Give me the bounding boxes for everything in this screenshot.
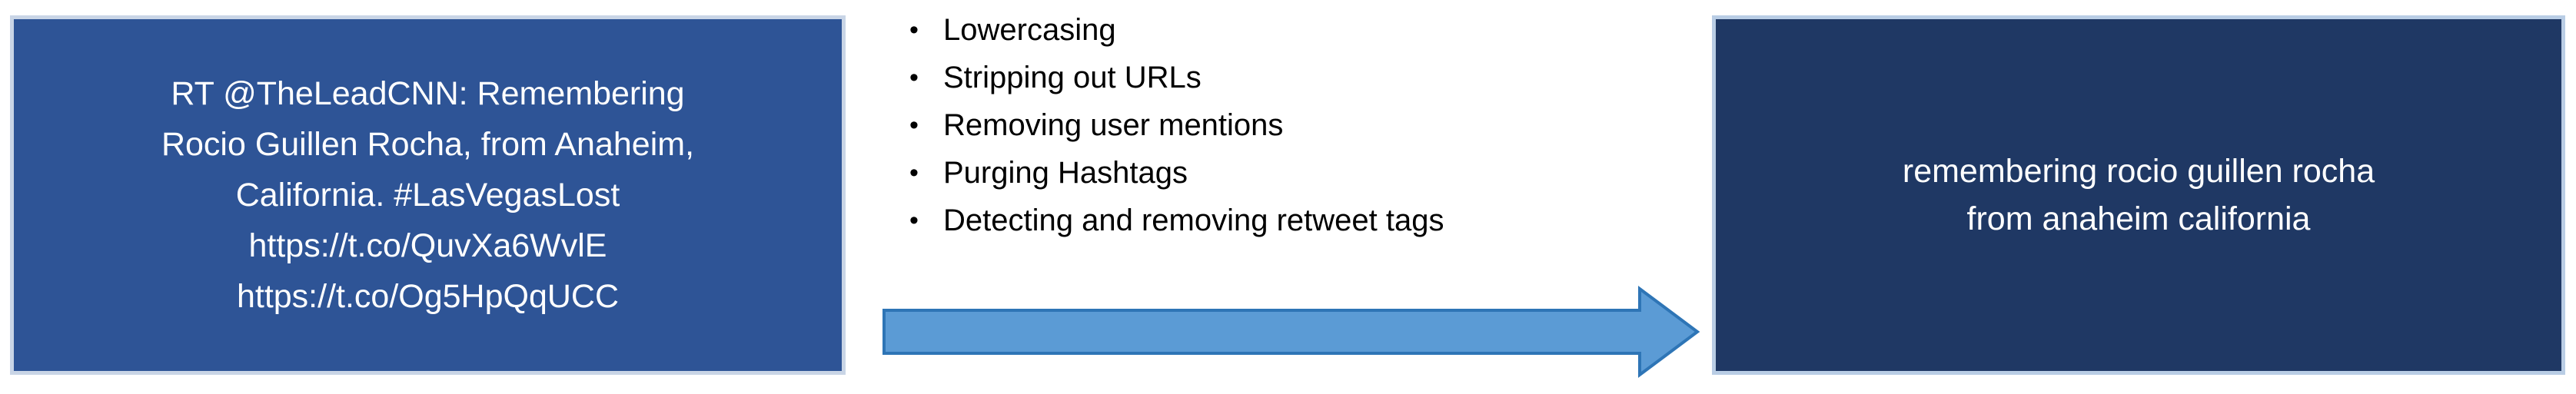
steps-ul: • Lowercasing • Stripping out URLs • Rem… [903,6,1680,244]
raw-tweet-line-4: https://t.co/QuvXa6WvlE [248,227,607,264]
raw-tweet-line-5: https://t.co/Og5HpQqUCC [236,278,620,315]
bullet-icon: • [909,111,919,140]
raw-tweet-line-2: Rocio Guillen Rocha, from Anaheim, [161,126,695,163]
bullet-icon: • [909,15,919,45]
bullet-icon: • [909,158,919,187]
cleaned-tweet-line-1: remembering rocio guillen rocha [1902,153,2375,190]
cleaned-tweet-line-2: from anaheim california [1966,200,2311,237]
raw-tweet-box: RT @TheLeadCNN: Remembering Rocio Guille… [10,15,846,375]
list-item: • Stripping out URLs [903,54,1680,101]
raw-tweet-line-3: California. #LasVegasLost [235,177,620,214]
bullet-icon: • [909,63,919,92]
step-label-1: Lowercasing [943,13,1116,47]
step-label-4: Purging Hashtags [943,156,1188,190]
list-item: • Detecting and removing retweet tags [903,197,1680,244]
cleaned-tweet-box: remembering rocio guillen rocha from ana… [1712,15,2565,375]
raw-tweet-line-1: RT @TheLeadCNN: Remembering [171,75,685,112]
arrow-shape [882,286,1700,378]
step-label-2: Stripping out URLs [943,61,1202,94]
step-label-3: Removing user mentions [943,108,1284,142]
right-arrow-icon [882,286,1701,378]
preprocessing-steps-list: • Lowercasing • Stripping out URLs • Rem… [903,6,1680,244]
right-arrow-svg [882,286,1700,378]
step-label-5: Detecting and removing retweet tags [943,204,1444,237]
list-item: • Removing user mentions [903,101,1680,149]
list-item: • Purging Hashtags [903,149,1680,197]
bullet-icon: • [909,206,919,235]
list-item: • Lowercasing [903,6,1680,54]
